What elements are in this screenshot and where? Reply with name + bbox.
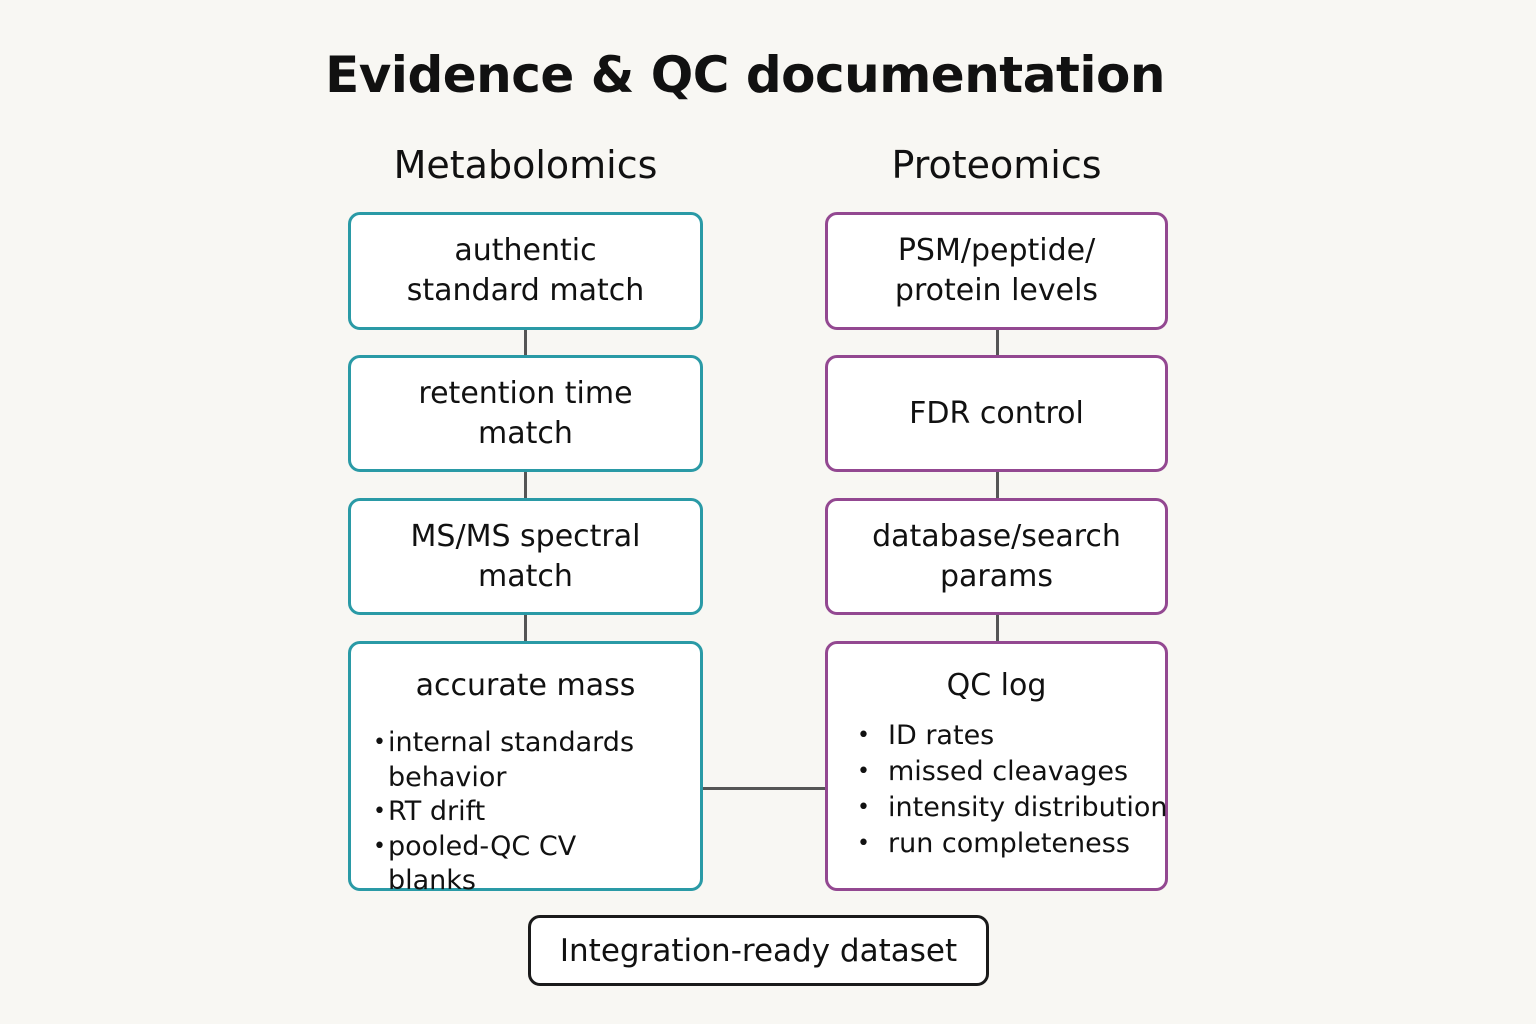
integration-label: Integration-ready dataset xyxy=(559,932,958,969)
metabolomics-connector xyxy=(524,472,527,498)
proteomics-connector xyxy=(996,615,999,641)
qc-item: RT drift xyxy=(373,795,634,830)
proteomics-connector xyxy=(996,472,999,498)
step-line: database/search xyxy=(872,518,1121,554)
proteomics-step-psm-levels: PSM/peptide/ protein levels xyxy=(825,212,1168,330)
qc-item: behavior xyxy=(388,761,507,793)
metabolomics-connector xyxy=(524,615,527,641)
proteomics-qc-title: QC log xyxy=(946,668,1047,703)
qc-item: pooled-QC CV xyxy=(373,830,634,865)
step-line: MS/MS spectral xyxy=(410,518,641,554)
step-line: retention time xyxy=(418,375,633,411)
metabolomics-step-retention-time: retention time match xyxy=(348,355,703,472)
step-line: FDR control xyxy=(909,395,1084,431)
metabolomics-step-msms-spectral: MS/MS spectral match xyxy=(348,498,703,615)
proteomics-step-database-search: database/search params xyxy=(825,498,1168,615)
qc-item: blanks xyxy=(388,865,477,896)
step-line: match xyxy=(478,558,573,594)
proteomics-qc-list: ID rates missed cleavages intensity dist… xyxy=(857,718,1168,862)
integration-ready-dataset-box: Integration-ready dataset xyxy=(528,915,989,986)
qc-link-connector xyxy=(703,787,825,790)
step-line: match xyxy=(478,415,573,451)
metabolomics-qc-title: accurate mass xyxy=(415,668,636,703)
metabolomics-step-authentic-standard: authentic standard match xyxy=(348,212,703,330)
step-line: protein levels xyxy=(894,273,1099,308)
qc-item: internal standards xyxy=(373,726,634,761)
step-line: authentic xyxy=(454,233,597,268)
metabolomics-connector xyxy=(524,330,527,355)
qc-item: ID rates xyxy=(857,718,1168,754)
diagram-title: Evidence & QC documentation xyxy=(325,46,1165,104)
proteomics-connector xyxy=(996,330,999,355)
step-line: standard match xyxy=(406,273,645,308)
proteomics-step-fdr-control: FDR control xyxy=(825,355,1168,472)
step-line: params xyxy=(939,558,1053,594)
qc-item: run completeness xyxy=(857,826,1168,862)
qc-item: missed cleavages xyxy=(857,754,1168,790)
proteomics-header: Proteomics xyxy=(891,143,1102,187)
qc-item: intensity distribution xyxy=(857,790,1167,826)
metabolomics-qc-list: internal standards behavior RT drift poo… xyxy=(373,726,634,899)
metabolomics-header: Metabolomics xyxy=(393,143,658,187)
proteomics-qc-box: QC log ID rates missed cleavages intensi… xyxy=(825,641,1168,891)
metabolomics-qc-box: accurate mass internal standards behavio… xyxy=(348,641,703,896)
step-line: PSM/peptide/ xyxy=(897,233,1096,268)
